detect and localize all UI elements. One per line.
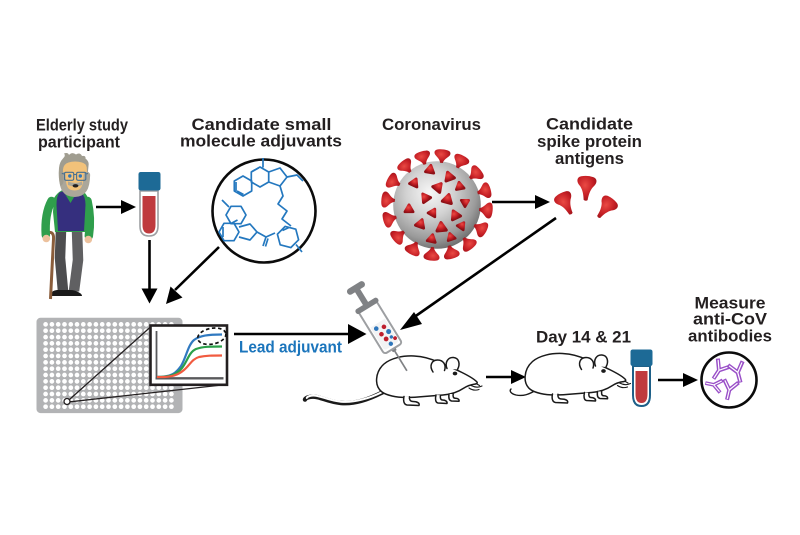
svg-text:participant: participant: [38, 134, 120, 152]
svg-text:antibodies: antibodies: [688, 328, 772, 346]
svg-text:Elderly study: Elderly study: [36, 117, 129, 135]
svg-text:anti-CoV: anti-CoV: [693, 311, 767, 329]
svg-text:Coronavirus: Coronavirus: [382, 116, 481, 134]
svg-text:Day 14 & 21: Day 14 & 21: [536, 329, 631, 347]
svg-text:Lead adjuvant: Lead adjuvant: [239, 339, 342, 357]
svg-text:Candidate: Candidate: [546, 116, 633, 134]
svg-text:spike protein: spike protein: [537, 133, 642, 151]
svg-text:antigens: antigens: [555, 150, 624, 168]
svg-text:Candidate small: Candidate small: [192, 116, 332, 134]
svg-text:molecule adjuvants: molecule adjuvants: [180, 133, 342, 151]
svg-text:Measure: Measure: [695, 295, 766, 313]
